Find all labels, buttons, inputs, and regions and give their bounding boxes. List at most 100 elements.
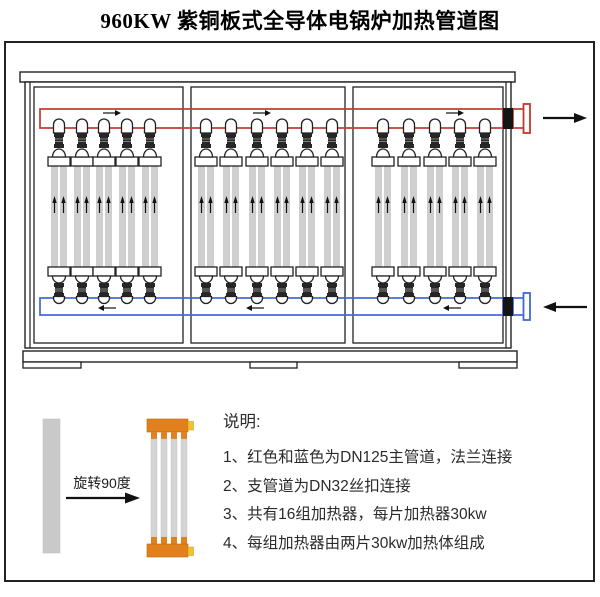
notes-heading: 说明: — [223, 413, 261, 431]
branch-dome-bottom — [120, 295, 134, 305]
heater-tube-right — [232, 165, 239, 268]
heater-tube-right — [333, 165, 340, 268]
union-nut — [480, 144, 490, 148]
branch-dome-top — [143, 118, 157, 134]
union-nut — [252, 283, 262, 287]
union-nut — [54, 133, 64, 137]
flange-plate-bottom — [138, 266, 162, 277]
bell-top — [299, 148, 315, 158]
base-foot-2 — [249, 361, 298, 369]
union-nut — [145, 283, 155, 287]
bell-bottom — [427, 275, 443, 284]
bell-top — [51, 148, 67, 158]
union-thread — [123, 287, 131, 293]
inlet-arrow-head — [543, 302, 556, 312]
tube-flow-arrow-head — [224, 196, 229, 203]
bell-bottom — [249, 275, 265, 284]
union-thread — [328, 287, 336, 293]
union-nut — [430, 283, 440, 287]
union-thread — [227, 137, 235, 144]
union-nut — [480, 293, 490, 297]
union-nut — [327, 293, 337, 297]
tube-flow-arrow-head — [453, 196, 458, 203]
branch-dome-top — [402, 118, 416, 134]
tube-flow-arrow-head — [325, 196, 330, 203]
bell-bottom — [299, 275, 315, 284]
tube-flow-arrow-head — [143, 196, 148, 203]
heater-tube-right — [410, 165, 417, 268]
bell-top — [477, 148, 493, 158]
flange-plate-bottom — [371, 266, 395, 277]
union-thread — [278, 137, 286, 144]
union-nut — [404, 293, 414, 297]
heater-tube-left — [401, 165, 408, 268]
heater-tube-right — [105, 165, 112, 268]
heater-tube-left — [96, 165, 103, 268]
union-nut — [99, 283, 109, 287]
union-nut — [99, 144, 109, 148]
union-nut — [480, 133, 490, 137]
union-nut — [145, 133, 155, 137]
flange-plate-bottom — [70, 266, 94, 277]
bell-top — [74, 148, 90, 158]
heater-tube-right — [436, 165, 443, 268]
tube-flow-arrow-head — [97, 196, 102, 203]
bell-bottom — [375, 275, 391, 284]
heater-tube-right — [128, 165, 135, 268]
return-flow-arrow-3-head — [443, 305, 449, 311]
branch-dome-top — [300, 118, 314, 134]
flange-plate-top — [397, 156, 421, 167]
bell-bottom — [477, 275, 493, 284]
tube-flow-arrow-head — [75, 196, 80, 203]
heater-tube-right — [151, 165, 158, 268]
tube-flow-arrow-head — [428, 196, 433, 203]
flange-plate-top — [423, 156, 447, 167]
flange-plate-top — [138, 156, 162, 167]
tube-flow-arrow-head — [250, 196, 255, 203]
heater-tube-left — [142, 165, 149, 268]
legend-heater-tube — [170, 438, 178, 538]
union-nut — [302, 293, 312, 297]
union-thread — [431, 287, 439, 293]
union-nut — [99, 293, 109, 297]
union-thread — [456, 287, 464, 293]
branch-dome-top — [478, 118, 492, 134]
tube-flow-arrow-head — [199, 196, 204, 203]
union-nut — [404, 283, 414, 287]
branch-dome-bottom — [52, 295, 66, 305]
rotate-90-label: 旋转90度 — [73, 475, 131, 491]
note-item-4: 4、每组加热器由两片30kw加热体组成 — [223, 534, 485, 552]
branch-dome-bottom — [143, 295, 157, 305]
heater-tube-left — [74, 165, 81, 268]
union-nut — [122, 293, 132, 297]
legend-tube-side-view — [42, 418, 61, 554]
union-nut — [455, 293, 465, 297]
legend-header-top — [146, 418, 189, 433]
flange-plate-top — [371, 156, 395, 167]
tube-flow-arrow-head — [385, 196, 390, 203]
page-title: 960KW 紫铜板式全导体电锅炉加热管道图 — [100, 9, 500, 33]
return-pipe-stub — [512, 297, 525, 316]
legend-heater-tube — [160, 438, 168, 538]
union-nut — [430, 144, 440, 148]
base-plate — [22, 350, 518, 363]
union-nut — [378, 293, 388, 297]
legend-header-leg — [161, 432, 167, 439]
union-thread — [481, 137, 489, 144]
union-nut — [277, 144, 287, 148]
union-nut — [455, 144, 465, 148]
flange-plate-top — [70, 156, 94, 167]
panel-2 — [190, 86, 346, 344]
union-nut — [277, 283, 287, 287]
heater-tube-left — [477, 165, 484, 268]
branch-dome-bottom — [428, 295, 442, 305]
union-thread — [123, 137, 131, 144]
union-nut — [77, 144, 87, 148]
legend-header-leg — [161, 537, 167, 544]
union-nut — [404, 133, 414, 137]
tube-flow-arrow-head — [61, 196, 66, 203]
branch-dome-bottom — [325, 295, 339, 305]
tube-flow-arrow-head — [233, 196, 238, 203]
union-nut — [277, 133, 287, 137]
tube-flow-arrow-head — [129, 196, 134, 203]
